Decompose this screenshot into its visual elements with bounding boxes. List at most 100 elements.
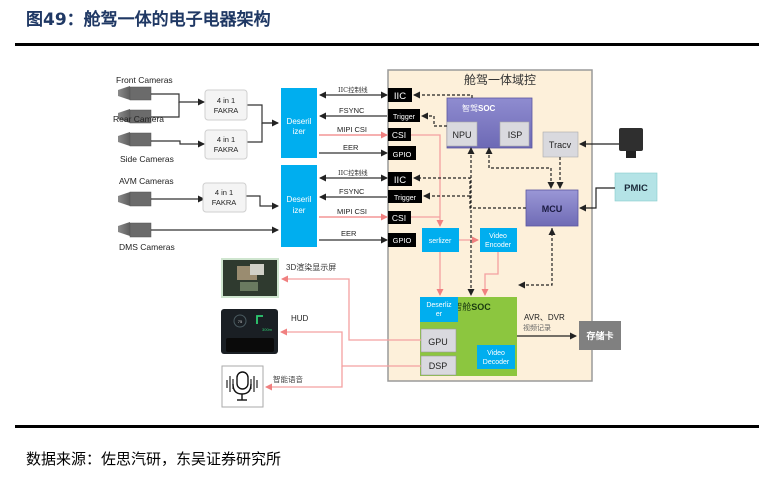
svg-text:DSP: DSP <box>429 361 448 371</box>
tracv-block: Tracv <box>542 131 579 158</box>
label-3d-display: 3D渲染显示屏 <box>286 262 336 272</box>
svg-text:CSI: CSI <box>392 213 406 223</box>
svg-text:Trigger: Trigger <box>393 114 416 121</box>
svg-text:Deseril: Deseril <box>287 117 312 126</box>
camera-avm <box>118 191 152 207</box>
label-avm-cameras: AVM Cameras <box>119 176 174 186</box>
port-csi-2: CSI <box>388 211 411 224</box>
label-side-cameras: Side Cameras <box>120 154 174 164</box>
tracv-camera-icon <box>619 128 643 158</box>
source-note: 数据来源：佐思汽研，东吴证券研究所 <box>26 450 282 468</box>
bottom-divider <box>15 425 759 428</box>
svg-text:Encoder: Encoder <box>485 242 512 249</box>
svg-text:NPU: NPU <box>452 130 471 140</box>
domain-controller-title: 舱驾一体域控 <box>464 73 536 87</box>
svg-text:IIC: IIC <box>394 91 406 102</box>
svg-text:Video: Video <box>489 233 507 240</box>
pmic-link <box>579 187 615 212</box>
recording-label-1: AVR、DVR <box>524 313 565 322</box>
svg-text:FAKRA: FAKRA <box>214 106 239 115</box>
display-screen-image <box>221 258 279 298</box>
svg-text:CSI: CSI <box>392 130 406 140</box>
isp-block: ISP <box>499 121 530 147</box>
svg-text:Deserliz: Deserliz <box>426 302 452 309</box>
svg-text:4 in 1: 4 in 1 <box>217 96 235 105</box>
link-label-iic-2: IIC控制线 <box>338 168 368 177</box>
port-trigger-1: Trigger <box>388 109 420 122</box>
svg-text:智舱SOC: 智舱SOC <box>453 301 491 313</box>
svg-text:Video: Video <box>487 350 505 357</box>
output-paths <box>265 275 421 391</box>
link-label-fsync-2: FSYNC <box>339 187 365 196</box>
svg-text:Decoder: Decoder <box>483 359 510 366</box>
label-front-cameras: Front Cameras <box>116 75 173 85</box>
top-divider <box>15 43 759 46</box>
camera-wires <box>151 93 279 234</box>
camera-front <box>118 86 152 101</box>
svg-text:GPIO: GPIO <box>393 150 412 159</box>
link-label-eer-1: EER <box>343 143 359 152</box>
svg-text:4 in 1: 4 in 1 <box>217 135 235 144</box>
svg-text:izer: izer <box>293 127 306 136</box>
fakra-box-3: 4 in 1 FAKRA <box>202 182 247 213</box>
svg-text:FAKRA: FAKRA <box>212 198 237 207</box>
fakra-box-1: 4 in 1 FAKRA <box>204 89 248 121</box>
recording-label-2: 视频记录 <box>523 323 551 332</box>
links-group-1 <box>319 91 388 157</box>
control-paths <box>413 91 564 296</box>
link-label-mipi-2: MIPI CSI <box>337 207 367 216</box>
svg-text:izer: izer <box>293 206 306 215</box>
pmic-block: PMIC <box>614 172 658 202</box>
link-label-mipi-1: MIPI CSI <box>337 125 367 134</box>
svg-text:智驾SOC: 智驾SOC <box>462 103 496 113</box>
label-voice: 智能语音 <box>273 374 303 384</box>
svg-text:4 in 1: 4 in 1 <box>215 188 233 197</box>
port-csi-1: CSI <box>388 128 411 141</box>
svg-text:GPU: GPU <box>428 337 448 347</box>
svg-text:IIC: IIC <box>394 175 406 186</box>
svg-text:75: 75 <box>238 319 243 324</box>
svg-text:300m: 300m <box>262 327 273 332</box>
svg-text:MCU: MCU <box>542 204 563 214</box>
svg-text:Deseril: Deseril <box>287 195 312 204</box>
link-label-eer-2: EER <box>341 229 357 238</box>
link-label-iic-1: IIC控制线 <box>338 85 368 94</box>
video-encoder-block: Video Encoder <box>480 228 517 252</box>
links-group-2 <box>319 174 388 244</box>
port-gpio-2: GPIO <box>388 233 416 247</box>
npu-block: NPU <box>446 121 478 147</box>
label-rear-camera: Rear Camera <box>113 114 164 124</box>
svg-text:GPIO: GPIO <box>393 236 412 245</box>
camera-dms <box>118 222 152 238</box>
svg-text:ISP: ISP <box>508 130 523 140</box>
port-trigger-2: Trigger <box>388 190 422 203</box>
dsp-block: DSP <box>420 355 457 376</box>
svg-text:Trigger: Trigger <box>394 195 417 202</box>
gpu-block: GPU <box>420 328 457 353</box>
microphone-icon <box>221 365 264 408</box>
svg-text:PMIC: PMIC <box>624 183 648 194</box>
hud-image: 75 300m <box>221 309 278 354</box>
label-hud: HUD <box>291 314 309 323</box>
storage-card: 存储卡 <box>579 321 621 350</box>
svg-text:serlizer: serlizer <box>429 238 452 245</box>
deserializer-1: Deseril izer <box>281 88 317 158</box>
port-iic-1: IIC <box>388 88 412 102</box>
deserializer-2: Deseril izer <box>281 165 317 247</box>
link-label-fsync-1: FSYNC <box>339 106 365 115</box>
mcu-block: MCU <box>525 189 579 227</box>
svg-text:存储卡: 存储卡 <box>586 330 613 342</box>
serializer-block: serlizer <box>422 228 459 252</box>
svg-text:er: er <box>436 311 443 318</box>
port-iic-2: IIC <box>388 172 412 186</box>
svg-text:FAKRA: FAKRA <box>214 145 239 154</box>
camera-side <box>118 132 152 147</box>
fakra-box-2: 4 in 1 FAKRA <box>204 129 248 160</box>
video-decoder-block: Video Decoder <box>477 345 515 369</box>
figure-title: 图49：舱驾一体的电子电器架构 <box>26 10 271 30</box>
port-gpio-1: GPIO <box>388 146 416 160</box>
svg-text:Tracv: Tracv <box>549 140 572 150</box>
label-dms-cameras: DMS Cameras <box>119 242 175 252</box>
cockpit-deserializer-block: Deserliz er <box>420 297 458 322</box>
